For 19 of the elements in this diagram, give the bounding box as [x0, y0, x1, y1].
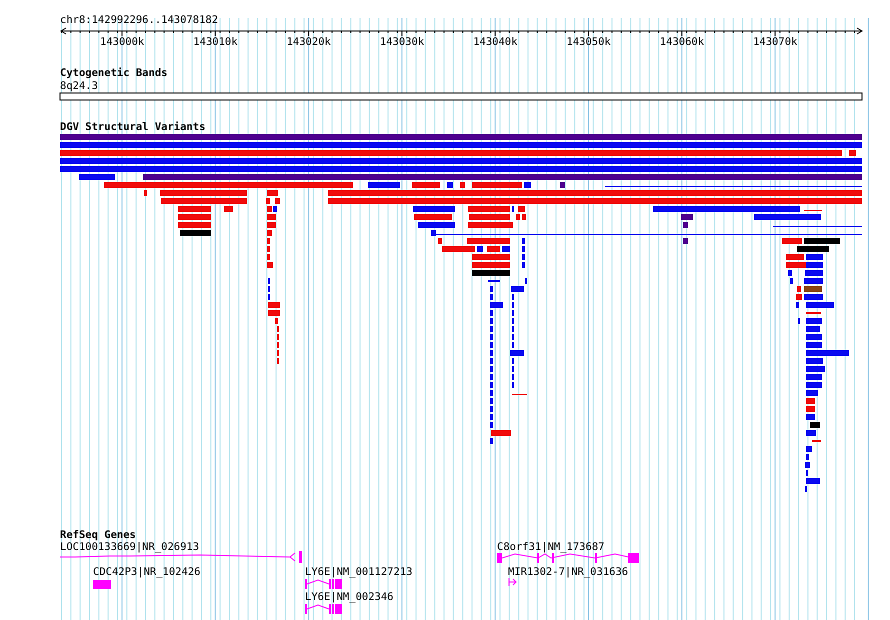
tick-label: 143050k — [566, 36, 611, 48]
tick-label: 143020k — [286, 36, 331, 48]
tick-label: 143040k — [473, 36, 518, 48]
tick-label: 143000k — [100, 36, 144, 48]
tick-label: 143010k — [193, 36, 238, 48]
gene-label: MIR1302-7|NR_031636 — [508, 566, 628, 578]
coordinate-label: chr8:142992296..143078182 — [60, 14, 218, 26]
track-title: RefSeq Genes — [60, 529, 136, 541]
gene-label: LY6E|NM_001127213 — [305, 566, 412, 578]
tick-label: 143070k — [753, 36, 798, 48]
gene-label: C8orf31|NM_173687 — [497, 541, 604, 553]
band-label: 8q24.3 — [60, 80, 98, 92]
track-title: DGV Structural Variants — [60, 121, 206, 133]
tick-label: 143030k — [380, 36, 424, 48]
tick-label: 143060k — [660, 36, 704, 48]
gene-label: LOC100133669|NR_026913 — [60, 541, 200, 553]
gene-label: CDC42P3|NR_102426 — [93, 566, 200, 578]
gene-label: LY6E|NM_002346 — [305, 591, 394, 603]
track-title: Cytogenetic Bands — [60, 67, 168, 79]
